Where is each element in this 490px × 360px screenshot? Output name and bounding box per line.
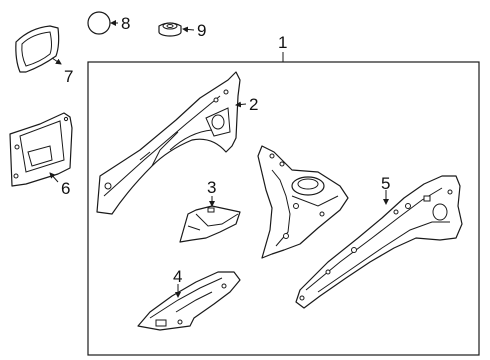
callout-4: 4 [173, 267, 182, 286]
callout-5: 5 [381, 174, 390, 193]
part-5-side-member[interactable] [295, 175, 463, 309]
callout-3: 3 [207, 178, 216, 197]
strut-tower[interactable] [257, 145, 349, 259]
part-9-grommet[interactable] [158, 22, 182, 37]
part-2-apron[interactable] [96, 71, 241, 215]
part-7-fuel-lid[interactable] [15, 25, 60, 73]
part-6-shield[interactable] [9, 112, 73, 187]
callout-2: 2 [249, 95, 258, 114]
callout-7: 7 [64, 67, 73, 86]
callout-8: 8 [121, 14, 130, 33]
part-4-lower-bracket[interactable] [137, 271, 241, 331]
part-3-bracket[interactable] [179, 205, 241, 243]
callout-1: 1 [278, 33, 287, 52]
callout-6: 6 [61, 179, 70, 198]
part-8-plug[interactable] [87, 11, 111, 35]
callout-9: 9 [197, 21, 206, 40]
